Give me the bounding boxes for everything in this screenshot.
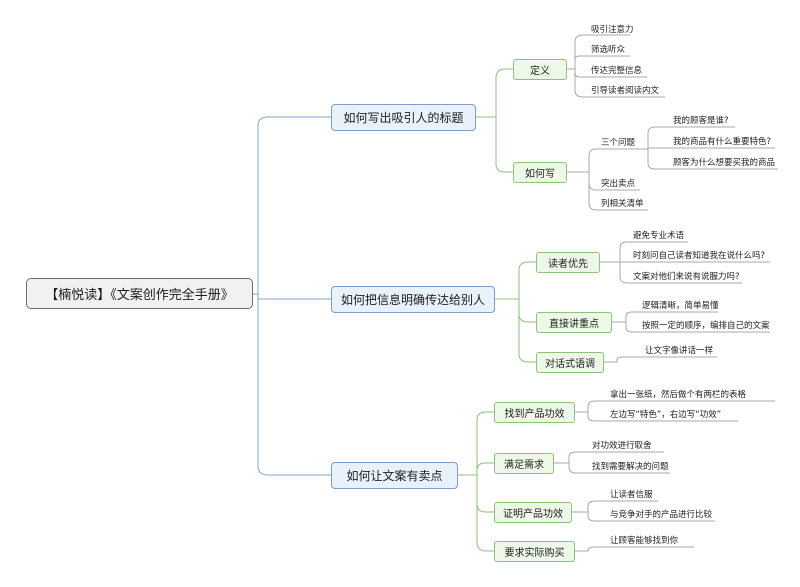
leaf-node[interactable]: 左边写“特色”，右边写“功效”: [610, 410, 722, 420]
topic-node-conversational-tone[interactable]: 对话式语调: [536, 352, 604, 373]
leaf-node[interactable]: 拿出一张纸，然后做个有两栏的表格: [610, 390, 747, 400]
leaf-node[interactable]: 避免专业术语: [633, 231, 685, 241]
leaf-node[interactable]: 文案对他们来说有说服力吗?: [633, 272, 740, 282]
leaf-node[interactable]: 列相关清单: [601, 199, 644, 209]
leaf-node[interactable]: 让文字像讲话一样: [645, 346, 714, 356]
topic-node-definition[interactable]: 定义: [513, 59, 567, 80]
leaf-node[interactable]: 找到需要解决的问题: [592, 462, 669, 472]
branch-node-communication[interactable]: 如何把信息明确传达给别人: [331, 286, 495, 313]
leaf-node[interactable]: 时刻问自己读者知道我在说什么吗?: [633, 251, 766, 261]
topic-node-ask-to-buy[interactable]: 要求实际购买: [494, 541, 575, 562]
branch-node-selling-point[interactable]: 如何让文案有卖点: [331, 462, 458, 489]
branch-node-title[interactable]: 如何写出吸引人的标题: [331, 104, 476, 131]
leaf-node[interactable]: 顾客为什么想要买我的商品: [673, 158, 776, 168]
leaf-node[interactable]: 让读者信服: [610, 490, 653, 500]
topic-node-prove-benefits[interactable]: 证明产品功效: [494, 502, 572, 523]
leaf-node[interactable]: 我的商品有什么重要特色?: [673, 137, 772, 147]
leaf-node[interactable]: 筛选听众: [591, 45, 626, 55]
leaf-node[interactable]: 按照一定的顺序，编排自己的文案: [642, 321, 770, 331]
leaf-node[interactable]: 吸引注意力: [591, 25, 634, 35]
leaf-node[interactable]: 对功效进行取舍: [592, 441, 652, 451]
leaf-node[interactable]: 与竞争对手的产品进行比较: [610, 510, 713, 520]
topic-node-how-to-write[interactable]: 如何写: [513, 162, 567, 183]
leaf-node[interactable]: 让顾客能够找到你: [610, 536, 679, 546]
leaf-node[interactable]: 引导读者阅读内文: [591, 86, 660, 96]
leaf-node[interactable]: 我的顾客是谁?: [673, 116, 729, 126]
leaf-node[interactable]: 突出卖点: [601, 179, 636, 189]
topic-node-find-benefits[interactable]: 找到产品功效: [494, 402, 575, 423]
mindmap-root-node[interactable]: 【楠悦读】《文案创作完全手册》: [26, 278, 253, 309]
leaf-node[interactable]: 逻辑清晰，简单易懂: [642, 301, 719, 311]
leaf-node[interactable]: 三个问题: [601, 138, 636, 148]
topic-node-get-to-point[interactable]: 直接讲重点: [536, 312, 612, 333]
topic-node-meet-needs[interactable]: 满足需求: [494, 453, 554, 474]
topic-node-reader-first[interactable]: 读者优先: [536, 252, 600, 273]
leaf-node[interactable]: 传达完整信息: [591, 66, 643, 76]
